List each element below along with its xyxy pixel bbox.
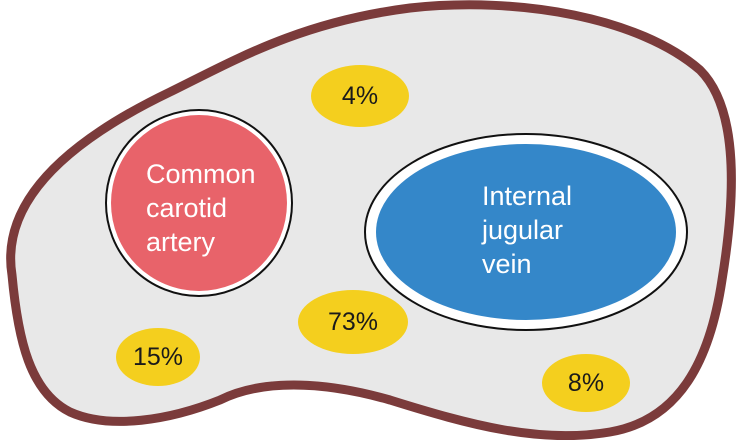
vein-label: Internal jugular vein: [481, 181, 580, 279]
common-carotid-artery: Common carotid artery: [105, 109, 293, 297]
marker-top-fill: [311, 65, 409, 127]
marker-lower-right-label: 8%: [568, 369, 604, 397]
marker-top-label: 4%: [342, 82, 378, 110]
vein-label-line-1: Internal: [482, 181, 572, 211]
artery-label-line-1: Common: [146, 159, 256, 189]
artery-label-line-3: artery: [146, 227, 216, 257]
vein-label-line-3: vein: [482, 249, 532, 279]
artery-label: Common carotid artery: [146, 159, 263, 257]
marker-lower-left-fill: [116, 328, 200, 386]
marker-center-label: 73%: [328, 308, 378, 336]
vein-fill: [376, 144, 676, 320]
marker-center: 73%: [298, 290, 408, 354]
marker-lower-right: 8%: [542, 354, 630, 412]
artery-label-line-2: carotid: [146, 193, 227, 223]
marker-lower-right-fill: [542, 354, 630, 412]
marker-lower-left: 15%: [116, 328, 200, 386]
marker-center-fill: [298, 290, 408, 354]
vein-label-line-2: jugular: [481, 215, 563, 245]
internal-jugular-vein: Internal jugular vein: [364, 133, 688, 331]
artery-fill: [111, 115, 287, 291]
marker-lower-left-label: 15%: [133, 343, 183, 371]
marker-top: 4%: [311, 65, 409, 127]
